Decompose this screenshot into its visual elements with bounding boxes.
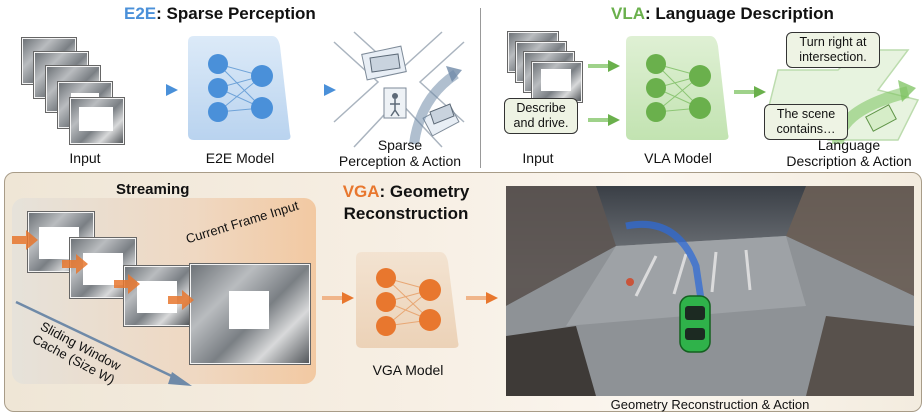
vga-title: VGA: Geometry Reconstruction [318, 181, 494, 225]
e2e-output-line2: Perception & Action [338, 153, 462, 169]
vla-input-label: Input [522, 150, 554, 166]
streaming-arrows [12, 230, 194, 310]
vla-scene-line2: contains… [776, 122, 836, 136]
vga-model-label: VGA Model [372, 362, 444, 378]
vga-arrow-out [466, 292, 498, 304]
e2e-output-label: Sparse Perception & Action [330, 137, 470, 169]
vla-arrow-out [734, 86, 766, 98]
vla-prompt-line1: Describe [516, 101, 566, 115]
current-frame [190, 264, 310, 364]
vga-title-line2: Reconstruction [343, 204, 469, 223]
e2e-frame-5 [70, 98, 124, 144]
vga-model-block [356, 252, 459, 348]
vla-prompt-line2: and drive. [513, 116, 569, 130]
vla-frame-4 [532, 62, 582, 102]
e2e-output-line1: Sparse [377, 137, 423, 153]
vga-output-label: Geometry Reconstruction & Action [610, 397, 810, 412]
vla-title-rest: : Language Description [645, 4, 834, 23]
e2e-arrow-1 [140, 84, 178, 96]
streaming-label: Streaming [116, 181, 190, 198]
vla-output-line2: Description & Action [786, 153, 912, 169]
vla-prompt-bubble: Describe and drive. [504, 98, 578, 134]
vla-title: VLA: Language Description [611, 4, 834, 24]
sparse-perception-scene [333, 31, 465, 148]
vla-turn-line1: Turn right at [799, 35, 867, 49]
e2e-model-block [188, 36, 291, 140]
vla-model-label: VLA Model [644, 150, 712, 166]
vla-turn-line2: intersection. [799, 50, 867, 64]
vla-arrow-prompt [588, 114, 620, 126]
sliding-window-arrow [15, 300, 192, 386]
vla-turn-bubble: Turn right at intersection. [786, 32, 880, 68]
vla-model-block [626, 36, 729, 140]
e2e-title-rest: : Sparse Perception [156, 4, 316, 23]
e2e-title-accent: E2E [124, 4, 157, 23]
vertical-divider [480, 8, 481, 168]
vga-title-accent: VGA [342, 182, 380, 201]
e2e-model-label: E2E Model [205, 150, 275, 166]
e2e-arrow-2 [298, 84, 336, 96]
vla-scene-bubble: The scene contains… [764, 104, 848, 140]
vga-title-rest: : Geometry [379, 182, 470, 201]
vla-scene-line1: The scene [776, 107, 836, 121]
vla-output-line1: Language [817, 137, 881, 153]
e2e-title: E2E: Sparse Perception [124, 4, 316, 24]
vla-title-accent: VLA [611, 4, 645, 23]
e2e-input-label: Input [69, 150, 101, 166]
geometry-reconstruction-scene [506, 186, 914, 396]
vla-arrow-frames [588, 60, 620, 72]
vla-output-label: Language Description & Action [776, 137, 922, 169]
vga-arrow-in [322, 292, 354, 304]
